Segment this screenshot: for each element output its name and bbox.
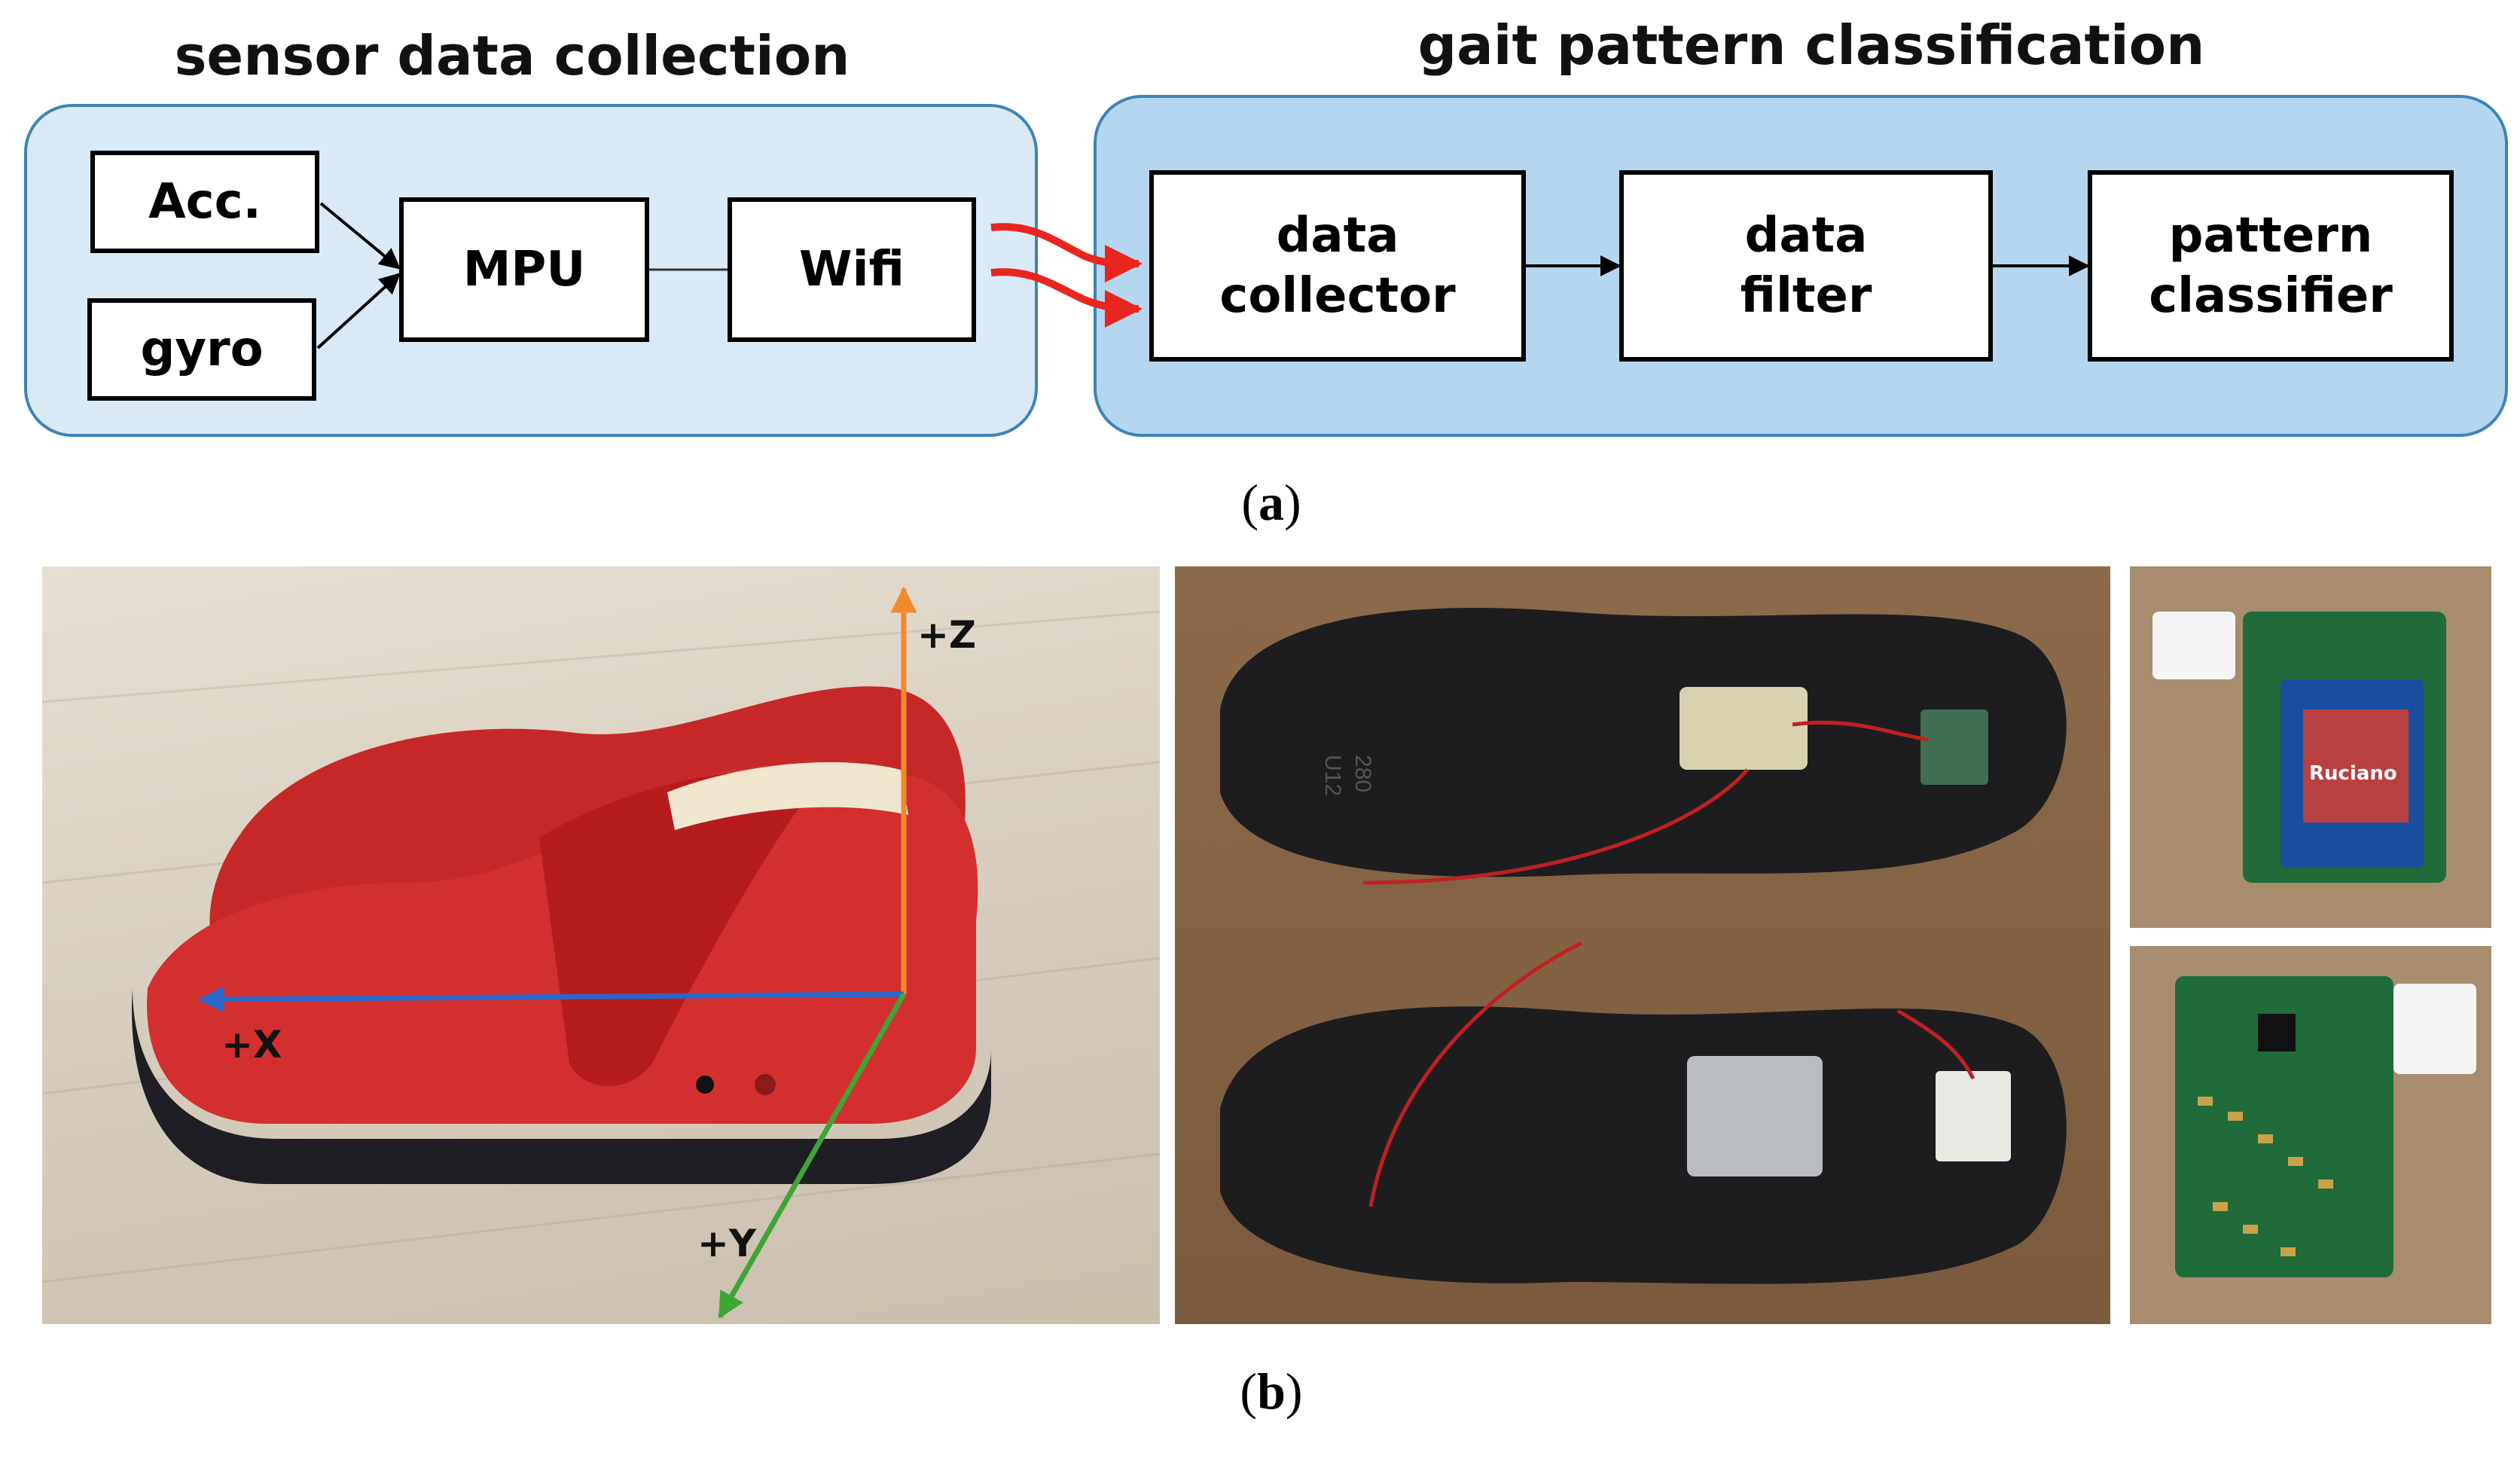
gyro-to-mpu-arrow <box>316 273 401 349</box>
x-axis-arrow <box>197 986 905 1013</box>
data-collector-box: data collector <box>1149 170 1526 362</box>
insoles-illustration: 280 U12 <box>1220 608 2067 1284</box>
pcb-back-photo <box>2130 946 2491 1324</box>
data-collector-line-1: data <box>1276 208 1399 264</box>
pattern-classifier-line-1: pattern <box>2168 208 2373 264</box>
x-axis-label: +X <box>221 1023 282 1067</box>
module-top <box>1921 710 1988 785</box>
wire-bottom <box>1368 941 1975 1207</box>
mpu-box: MPU <box>399 197 649 342</box>
insoles-photo: 280 U12 <box>1175 566 2110 1324</box>
caption-b: (b) <box>1240 1363 1303 1420</box>
wireless-arrow-2 <box>990 268 1143 328</box>
gyro-label: gyro <box>140 322 264 377</box>
pattern-classifier-line-2: classifier <box>2149 268 2393 324</box>
shoe-sole <box>132 988 991 1184</box>
acc-box: Acc. <box>90 151 319 253</box>
caption-a-letter: a <box>1258 474 1284 531</box>
wire-top <box>1362 720 1929 885</box>
shoe-opening <box>667 762 908 830</box>
insole-mark-top: 280 <box>1350 755 1375 792</box>
pcb-back-illustration <box>2175 976 2476 1277</box>
z-axis-label: +Z <box>917 613 977 657</box>
pcb-logo-text: Ruciano <box>2309 762 2397 785</box>
heel-light <box>755 1074 776 1095</box>
battery-bottom <box>1687 1056 1823 1176</box>
insole-mark-top-2: U12 <box>1320 755 1345 796</box>
data-collector-line-2: collector <box>1219 268 1456 324</box>
module-bottom <box>1936 1071 2011 1161</box>
gyro-box: gyro <box>87 298 316 401</box>
pcb-chip <box>2258 1014 2296 1051</box>
data-filter-line-2: filter <box>1740 268 1872 324</box>
battery-top <box>1679 687 1808 770</box>
pcb-front-illustration <box>2152 612 2446 883</box>
pcb-front-photo: Ruciano <box>2130 566 2491 928</box>
caption-a: (a) <box>1241 474 1301 531</box>
connector-white <box>2152 612 2235 679</box>
velcro-strap <box>539 770 810 1086</box>
data-filter-box: data filter <box>1619 170 1993 362</box>
sensor-data-collection-title: sensor data collection <box>174 24 850 87</box>
wifi-box: Wifi <box>728 197 976 342</box>
insole-top <box>1220 608 2067 877</box>
wireless-arrow-1 <box>990 223 1143 283</box>
shoe-illustration <box>42 586 1160 1320</box>
shoe-photo: +Z +X +Y <box>42 566 1160 1324</box>
wifi-label: Wifi <box>799 242 905 298</box>
caption-b-letter: b <box>1257 1363 1286 1420</box>
connector-white-back <box>2393 984 2476 1074</box>
acc-to-mpu-arrow <box>319 202 401 270</box>
data-filter-line-1: data <box>1744 208 1868 264</box>
mpu-label: MPU <box>462 242 586 298</box>
gait-pattern-classification-title: gait pattern classification <box>1417 14 2205 77</box>
pattern-classifier-box: pattern classifier <box>2088 170 2454 362</box>
y-axis-label: +Y <box>697 1222 757 1265</box>
insole-bottom <box>1220 1006 2067 1284</box>
pcb-board-back <box>2175 976 2393 1277</box>
wifi-module-shield <box>2303 710 2409 822</box>
heel-button <box>696 1076 714 1094</box>
acc-label: Acc. <box>148 174 261 230</box>
y-axis-arrow <box>717 993 907 1320</box>
